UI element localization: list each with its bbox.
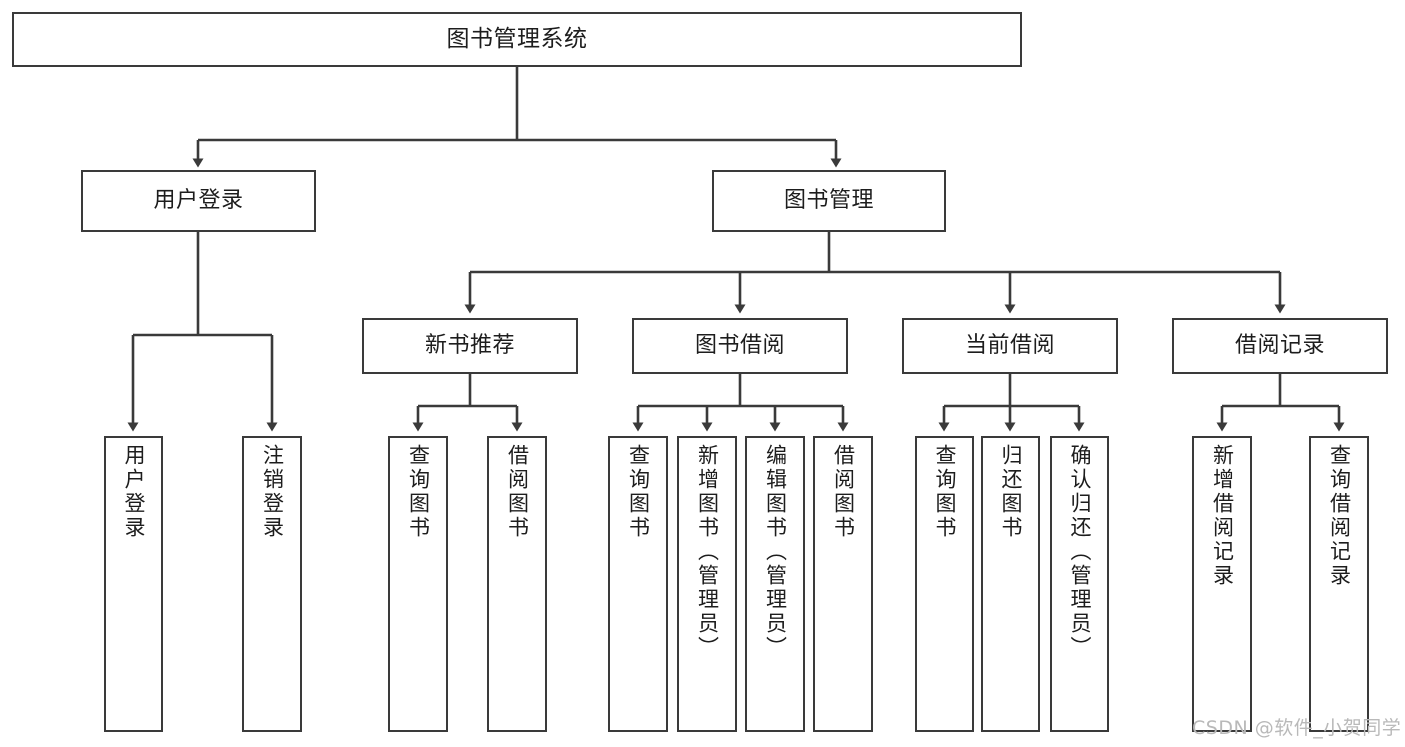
node-label: 用户登录	[153, 188, 244, 214]
node-new-book-recommend[interactable]: 新书推荐	[362, 318, 578, 374]
node-label: 借阅记录	[1234, 333, 1325, 359]
node-label: 新增借阅记录	[1210, 444, 1235, 588]
node-label: 查询图书	[626, 444, 651, 540]
node-label: 图书借阅	[694, 333, 785, 359]
node-label: 图书管理	[783, 188, 874, 214]
node-borrow-records[interactable]: 借阅记录	[1172, 318, 1388, 374]
leaf-records-query-record[interactable]: 查询借阅记录	[1309, 436, 1369, 732]
node-current-borrow[interactable]: 当前借阅	[902, 318, 1118, 374]
node-label: 注销登录	[260, 444, 285, 540]
node-label: 编辑图书（管理员）	[763, 444, 788, 660]
node-label: 借阅图书	[831, 444, 856, 540]
leaf-current-confirm-return-admin[interactable]: 确认归还（管理员）	[1050, 436, 1109, 732]
leaf-user-login[interactable]: 用户登录	[104, 436, 163, 732]
node-label: 新书推荐	[424, 333, 515, 359]
node-user-login[interactable]: 用户登录	[81, 170, 316, 232]
leaf-borrow-query-book[interactable]: 查询图书	[608, 436, 668, 732]
leaf-recommend-query-book[interactable]: 查询图书	[388, 436, 448, 732]
csdn-watermark: CSDN @软件_小贺同学	[1192, 717, 1402, 739]
leaf-borrow-borrow-book[interactable]: 借阅图书	[813, 436, 873, 732]
node-root-system[interactable]: 图书管理系统	[12, 12, 1022, 67]
leaf-records-add-record[interactable]: 新增借阅记录	[1192, 436, 1252, 732]
leaf-borrow-edit-book-admin[interactable]: 编辑图书（管理员）	[745, 436, 805, 732]
node-label: 归还图书	[999, 444, 1023, 540]
node-label: 当前借阅	[964, 333, 1055, 359]
leaf-recommend-borrow-book[interactable]: 借阅图书	[487, 436, 547, 732]
node-label: 查询图书	[406, 444, 431, 540]
node-label: 图书管理系统	[446, 25, 588, 52]
node-label: 借阅图书	[505, 444, 530, 540]
leaf-current-return-book[interactable]: 归还图书	[981, 436, 1040, 732]
leaf-borrow-add-book-admin[interactable]: 新增图书（管理员）	[677, 436, 737, 732]
leaf-user-logout[interactable]: 注销登录	[242, 436, 302, 732]
node-label: 查询借阅记录	[1327, 444, 1352, 588]
node-book-borrow[interactable]: 图书借阅	[632, 318, 848, 374]
node-book-management[interactable]: 图书管理	[712, 170, 946, 232]
node-label: 新增图书（管理员）	[695, 444, 720, 660]
node-label: 查询图书	[933, 444, 957, 540]
node-label: 确认归还（管理员）	[1068, 444, 1092, 660]
leaf-current-query-book[interactable]: 查询图书	[915, 436, 974, 732]
node-label: 用户登录	[122, 444, 146, 540]
